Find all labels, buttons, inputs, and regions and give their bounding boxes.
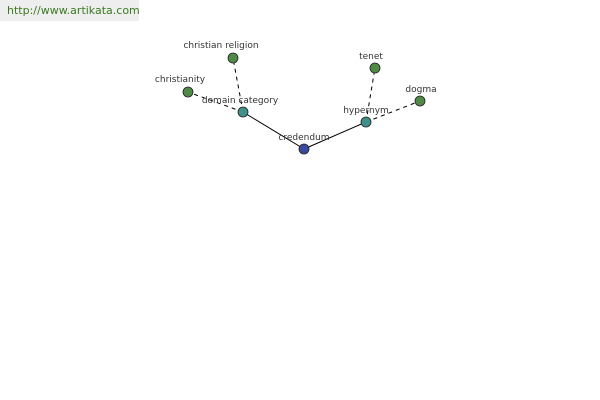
node-label-credendum: credendum bbox=[278, 133, 329, 143]
node-domain-category[interactable] bbox=[237, 106, 249, 118]
node-label-dogma: dogma bbox=[405, 85, 436, 95]
node-label-christianity: christianity bbox=[155, 75, 206, 85]
edge-credendum-hypernym bbox=[303, 121, 367, 150]
node-hypernym[interactable] bbox=[360, 116, 372, 128]
node-label-tenet: tenet bbox=[359, 52, 383, 62]
node-tenet[interactable] bbox=[369, 62, 381, 74]
edge-hypernym-tenet bbox=[365, 67, 376, 123]
source-url-link[interactable]: http://www.artikata.com bbox=[7, 4, 140, 17]
edge-credendum-domain-category bbox=[242, 111, 305, 150]
graph-nodes bbox=[182, 52, 426, 155]
url-banner: http://www.artikata.com bbox=[0, 0, 140, 21]
edge-domain-category-christian-religion bbox=[232, 57, 244, 113]
node-label-domain-category: domain category bbox=[202, 96, 279, 106]
edge-domain-category-christianity bbox=[187, 91, 244, 113]
node-credendum[interactable] bbox=[298, 143, 310, 155]
node-label-hypernym: hypernym bbox=[343, 106, 389, 116]
node-christianity[interactable] bbox=[182, 86, 194, 98]
edge-hypernym-dogma bbox=[365, 100, 421, 123]
node-label-christian-religion: christian religion bbox=[183, 41, 258, 51]
graph-edges bbox=[187, 57, 421, 150]
graph-labels: credendum domain category hypernym christia… bbox=[155, 41, 437, 143]
node-christian-religion[interactable] bbox=[227, 52, 239, 64]
node-dogma[interactable] bbox=[414, 95, 426, 107]
